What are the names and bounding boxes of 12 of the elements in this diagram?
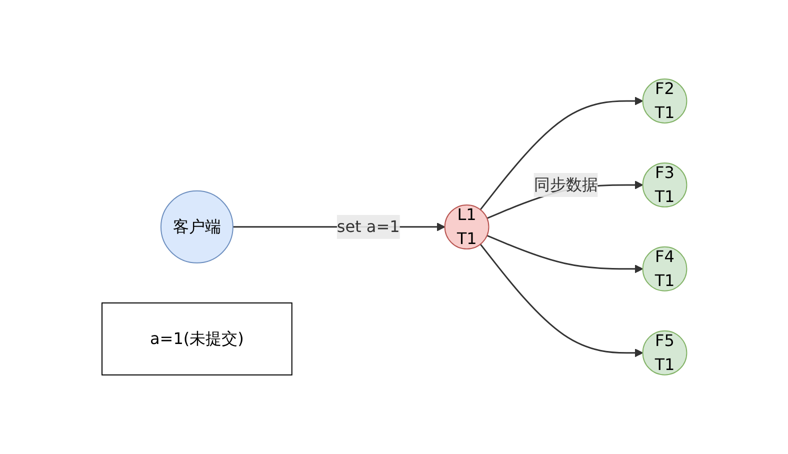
node-circle: F5 T1 (642, 330, 687, 376)
node-box: a=1(未提交) (101, 302, 292, 376)
edge-label: set a=1 (336, 216, 400, 236)
node-circle: F2 T1 (642, 78, 687, 124)
node-circle: F3 T1 (642, 162, 687, 208)
edge-label: 同步数据 (533, 175, 598, 194)
node-circle: 客户端 (160, 190, 234, 264)
arrow (479, 244, 643, 358)
arrow (479, 96, 643, 210)
node-circle: F4 T1 (642, 246, 687, 292)
arrow (486, 234, 643, 274)
node-circle: L1 T1 (444, 204, 489, 250)
